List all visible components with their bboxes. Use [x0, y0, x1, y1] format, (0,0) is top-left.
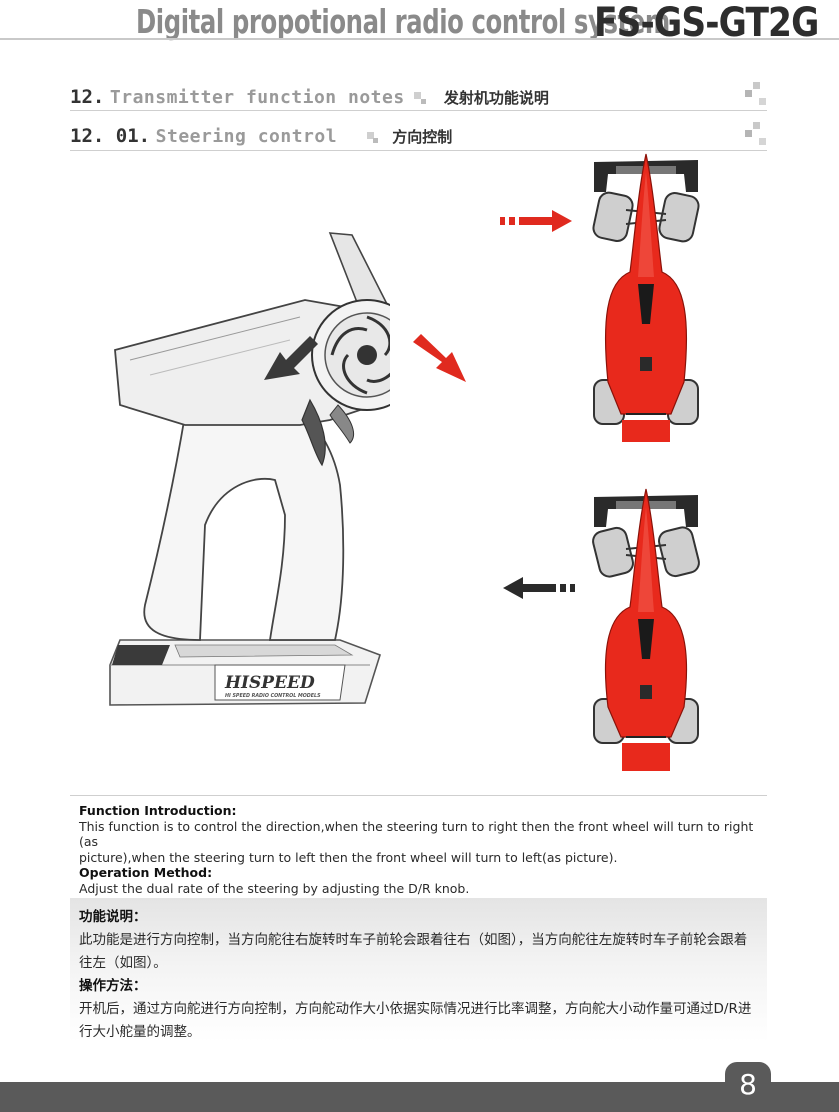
page-number: 8 [725, 1062, 771, 1106]
subsection-title-en: Steering control [155, 126, 338, 147]
header-rule [0, 38, 839, 40]
text-top-rule [70, 795, 767, 796]
operation-text-en: Adjust the dual rate of the steering by … [79, 880, 470, 896]
section-heading-sub: 12. 01. Steering control 方向控制 [70, 125, 452, 147]
corner-squares-icon [745, 82, 767, 108]
section-title-cn: 发射机功能说明 [443, 89, 549, 107]
rotation-arrows [264, 334, 466, 382]
corner-squares-icon [745, 122, 767, 148]
arrow-right-icon [500, 210, 572, 232]
operation-heading-en: Operation Method: [79, 865, 213, 880]
brand-tagline: HI SPEED RADIO CONTROL MODELS [225, 693, 321, 699]
section-number: 12. [70, 86, 105, 108]
car-top-view-left [592, 488, 700, 771]
arrow-right-down-icon [413, 334, 466, 382]
arrow-left-icon [503, 577, 575, 599]
operation-text-cn-line2: 行大小舵量的调整。 [79, 1024, 201, 1040]
function-text-cn-line2: 往左（如图）。 [79, 955, 167, 971]
function-heading-cn: 功能说明： [79, 909, 147, 925]
english-description: Function Introduction: This function is … [79, 803, 759, 896]
brand-logo: HISPEED [224, 673, 315, 693]
subsection-rule [70, 150, 767, 151]
section-rule [70, 110, 767, 111]
footer-bar [0, 1082, 839, 1112]
section-title-en: Transmitter function notes [109, 87, 405, 108]
function-text-en-line1: This function is to control the directio… [79, 818, 754, 850]
transmitter-illustration: HISPEED HI SPEED RADIO CONTROL MODELS [109, 232, 390, 706]
chinese-panel-background [70, 898, 767, 1042]
subsection-title-cn: 方向控制 [392, 128, 453, 146]
operation-heading-cn: 操作方法： [79, 978, 147, 994]
operation-text-cn-line1: 开机后，通过方向舵进行方向控制，方向舵动作大小依据实际情况进行比率调整，方向舵大… [79, 1001, 752, 1017]
arrow-left-down-icon [264, 336, 318, 380]
function-text-cn-line1: 此功能是进行方向控制，当方向舵往右旋转时车子前轮会跟着往右（如图），当方向舵往左… [79, 932, 748, 948]
chinese-description: 功能说明： 此功能是进行方向控制，当方向舵往右旋转时车子前轮会跟着往右（如图），… [79, 906, 761, 1044]
header-title: Digital propotional radio control system [136, 2, 670, 41]
subsection-number: 12. 01. [70, 125, 151, 147]
section-heading-main: 12. Transmitter function notes 发射机功能说明 [70, 86, 549, 108]
function-text-en-line2: picture),when the steering turn to left … [79, 849, 618, 865]
function-heading-en: Function Introduction: [79, 803, 237, 818]
car-top-view-right [592, 153, 700, 442]
